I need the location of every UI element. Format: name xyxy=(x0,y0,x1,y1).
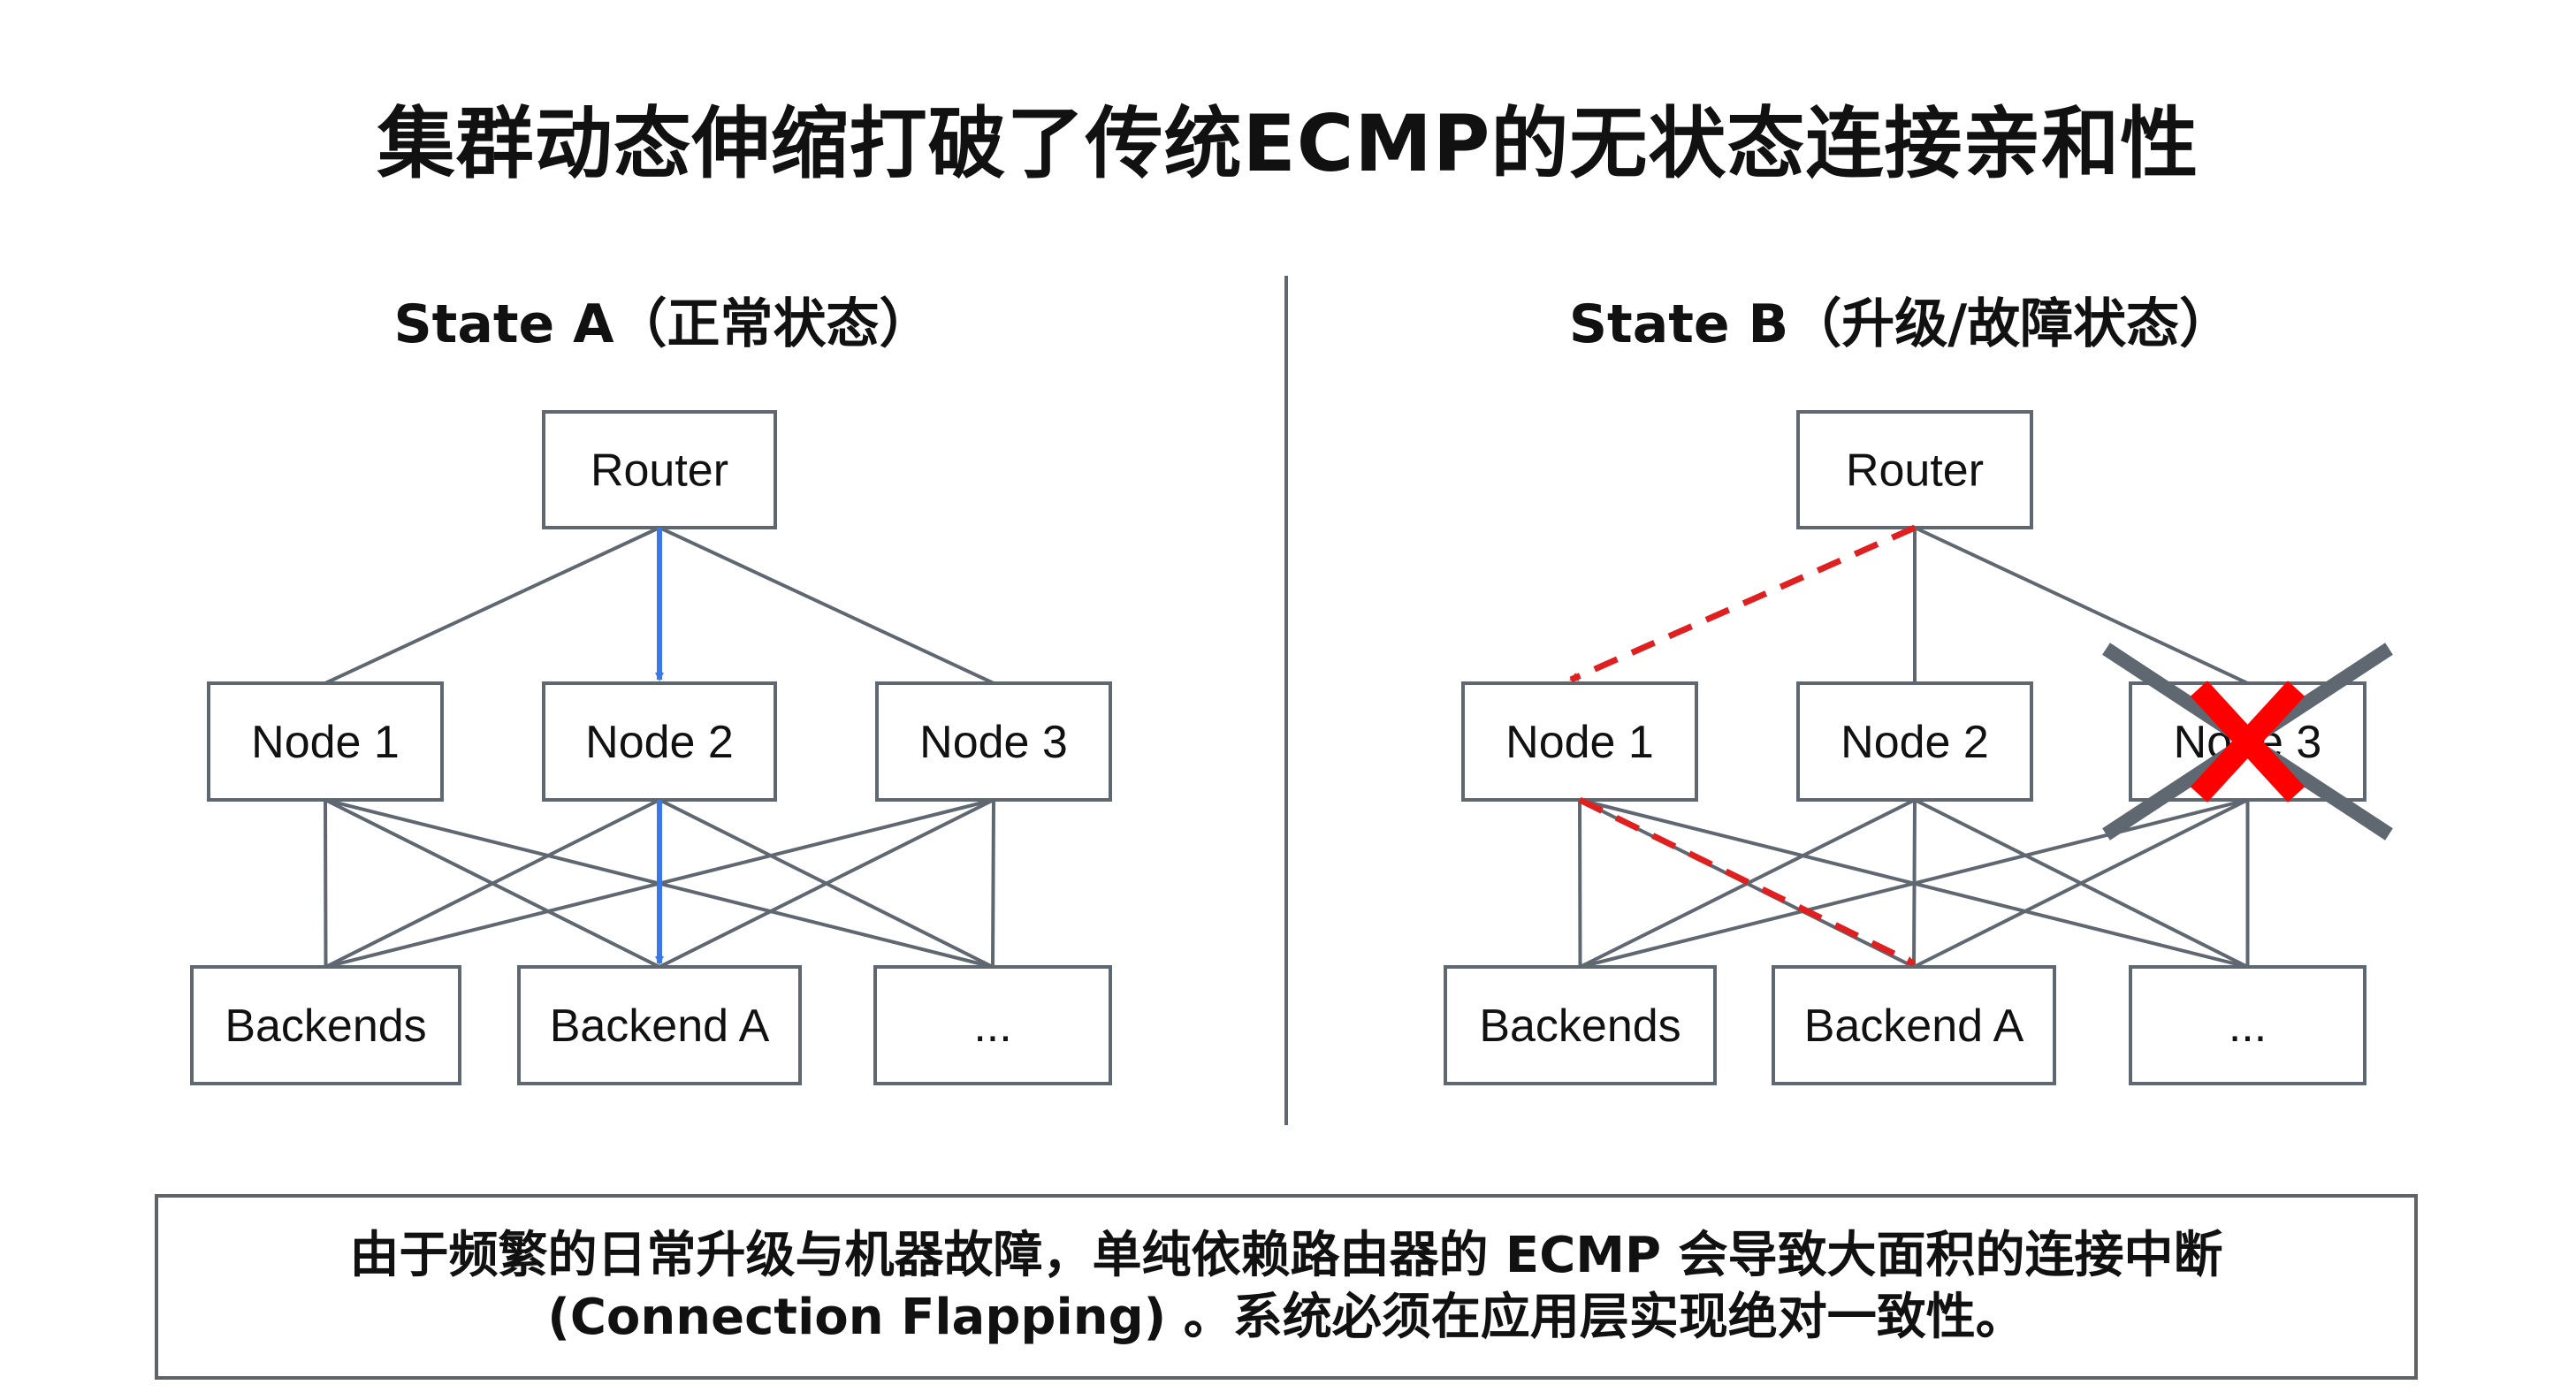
backend-box-backends-label: Backends xyxy=(1479,1001,1680,1052)
caption-line-1: 由于频繁的日常升级与机器故障，单纯依赖路由器的 ECMP 会导致大面积的连接中断 xyxy=(349,1227,2223,1284)
node-box-3-label: Node 3 xyxy=(919,717,1068,768)
backend-box-ellipsis-label: ... xyxy=(2229,1001,2267,1052)
link-node-3-backends xyxy=(1580,798,2248,969)
state-b-subtitle: State B（升级/故障状态） xyxy=(1568,293,2233,355)
node-box-2-label: Node 2 xyxy=(1841,717,1989,768)
caption-box: 由于频繁的日常升级与机器故障，单纯依赖路由器的 ECMP 会导致大面积的连接中断… xyxy=(155,1194,2418,1380)
router-box-label: Router xyxy=(591,445,728,497)
backend-box-backends: Backends xyxy=(190,965,461,1085)
rehashed-path-router-node xyxy=(1569,524,1917,683)
link-router-node-1 xyxy=(324,526,660,685)
backend-box-backend-a: Backend A xyxy=(1772,965,2056,1085)
link-node-2-backends xyxy=(324,798,660,969)
node-box-3: Node 3 xyxy=(875,681,1112,802)
node-box-2-label: Node 2 xyxy=(585,717,734,768)
rehashed-path-node-backend xyxy=(1578,796,1916,967)
link-node-3-ellipsis xyxy=(991,799,995,968)
backend-box-backends: Backends xyxy=(1444,965,1717,1085)
backend-box-backend-a-label: Backend A xyxy=(1804,1001,2024,1052)
node-box-2: Node 2 xyxy=(1796,681,2033,802)
link-node-1-backends xyxy=(324,799,328,968)
node-box-1-label: Node 1 xyxy=(251,717,400,768)
link-node-3-backend-a xyxy=(659,798,995,969)
caption-line-2: (Connection Flapping) 。系统必须在应用层实现绝对一致性。 xyxy=(547,1289,2025,1346)
link-node-3-backend-a xyxy=(1913,798,2249,969)
failed-node-cross-icon xyxy=(2102,643,2393,841)
backend-box-backend-a-label: Backend A xyxy=(550,1001,770,1052)
node-box-2: Node 2 xyxy=(542,681,777,802)
backend-box-ellipsis: ... xyxy=(2129,965,2366,1085)
backend-box-backends-label: Backends xyxy=(225,1001,426,1052)
backend-box-backend-a: Backend A xyxy=(517,965,802,1085)
page-title: 集群动态伸缩打破了传统ECMP的无状态连接亲和性 xyxy=(377,98,2199,189)
router-box: Router xyxy=(542,410,777,529)
state-a-subtitle: State A（正常状态） xyxy=(393,293,933,355)
backend-box-ellipsis-label: ... xyxy=(973,1001,1011,1052)
router-box-label: Router xyxy=(1846,445,1984,497)
link-router-node-3 xyxy=(659,526,995,685)
router-box: Router xyxy=(1796,410,2033,529)
node-box-1: Node 1 xyxy=(1461,681,1698,802)
node-box-1-label: Node 1 xyxy=(1505,717,1654,768)
link-router-node-3 xyxy=(1914,526,2249,685)
link-node-1-backends xyxy=(1578,799,1582,968)
node-box-1: Node 1 xyxy=(207,681,444,802)
backend-box-ellipsis: ... xyxy=(873,965,1112,1085)
